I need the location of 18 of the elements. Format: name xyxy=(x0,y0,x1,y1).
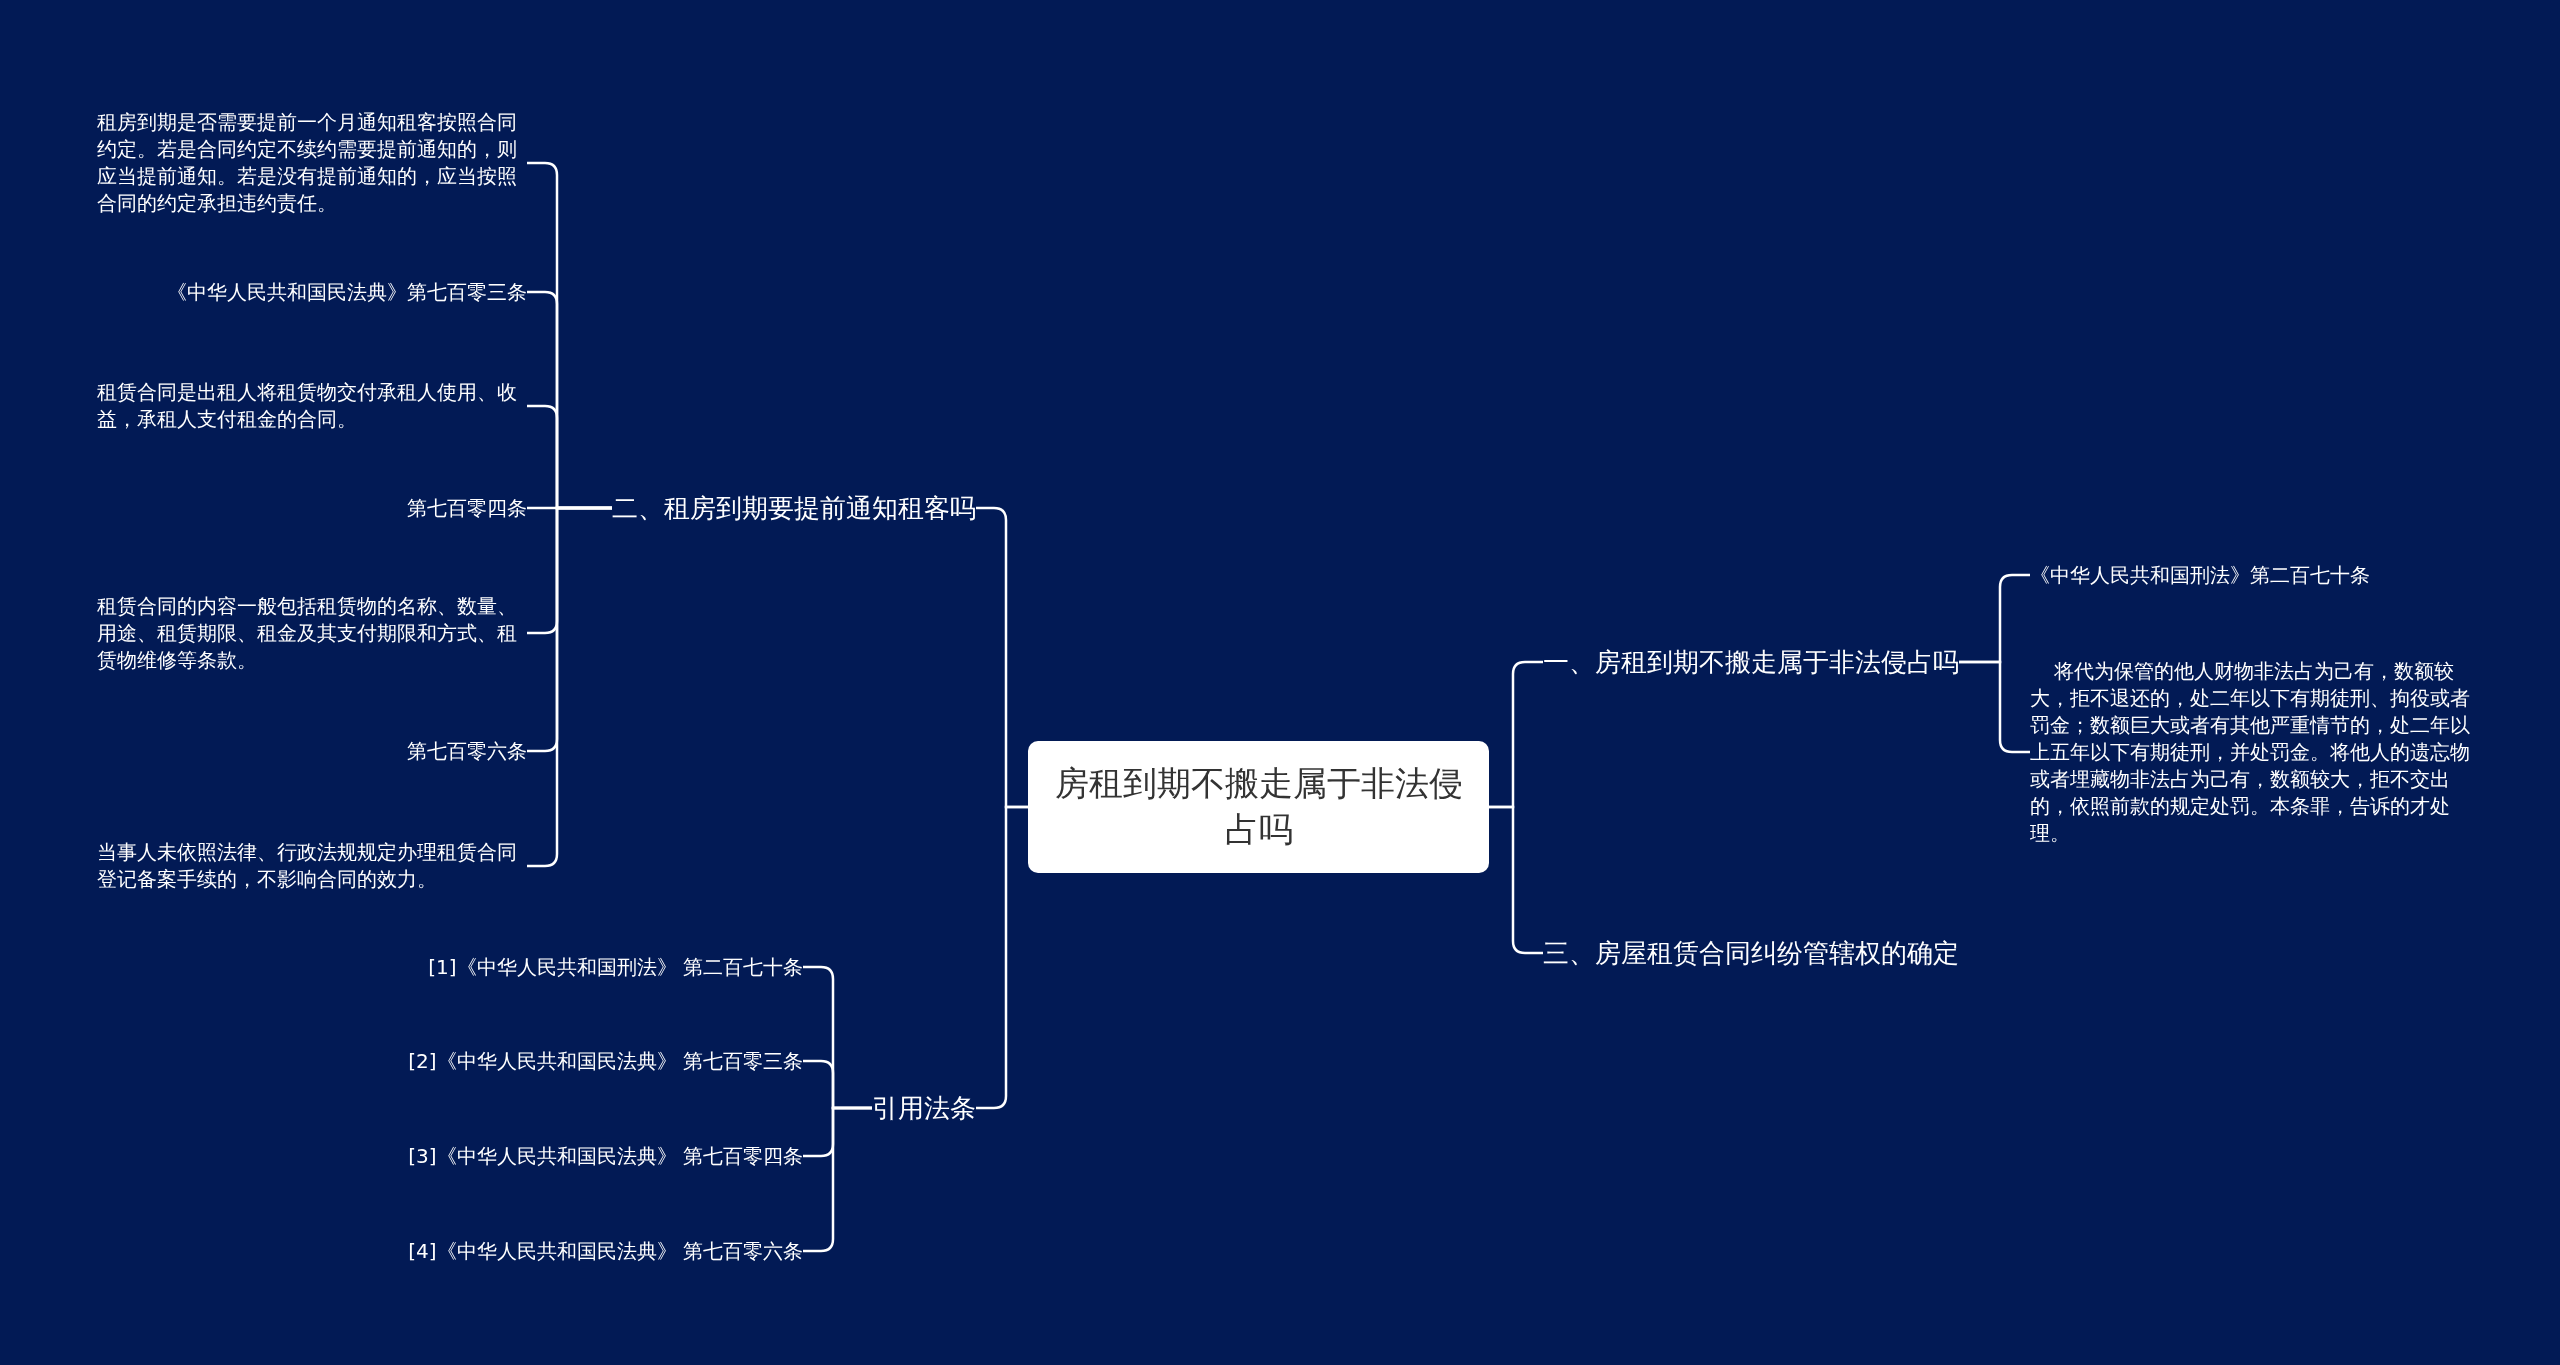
topic-text: 第七百零四条 xyxy=(407,494,527,522)
branch-text: 一、房租到期不搬走属于非法侵占吗 xyxy=(1543,644,1959,680)
topic-text: 《中华人民共和国刑法》第二百七十条 xyxy=(2030,561,2370,589)
branch-text: 三、房屋租赁合同纠纷管辖权的确定 xyxy=(1543,935,1959,971)
root-topic-box: 房租到期不搬走属于非法侵占吗 xyxy=(1028,741,1489,873)
topic-text: 《中华人民共和国民法典》第七百零三条 xyxy=(167,278,527,306)
branch-text: 引用法条 xyxy=(872,1090,976,1126)
topic-text: 第七百零六条 xyxy=(407,737,527,765)
reference-text: [4]《中华人民共和国民法典》 第七百零六条 xyxy=(408,1237,803,1265)
reference-text: [2]《中华人民共和国民法典》 第七百零三条 xyxy=(408,1047,803,1075)
note-text: 将代为保管的他人财物非法占为己有，数额较大，拒不退还的，处二年以下有期徒刑、拘役或者罚金；数额巨大或者有其他严重情节的，处二年以上五年以下有期徒刑，并处罚金。将他人的遗忘物或者埋藏物非法占为己有，数额较大，拒不交出的，依照前款的规定处罚。本条罪，告诉的才处理。 xyxy=(2030,657,2470,847)
note-text: 租房到期是否需要提前一个月通知租客按照合同约定。若是合同约定不续约需要提前通知的，则应当提前通知。若是没有提前通知的，应当按照合同的约定承担违约责任。 xyxy=(97,109,527,217)
reference-text: [1]《中华人民共和国刑法》 第二百七十条 xyxy=(428,953,803,981)
note-text: 租赁合同是出租人将租赁物交付承租人使用、收益，承租人支付租金的合同。 xyxy=(97,379,527,433)
branch-text: 二、租房到期要提前通知租客吗 xyxy=(612,490,976,526)
reference-text: [3]《中华人民共和国民法典》 第七百零四条 xyxy=(408,1142,803,1170)
note-text: 租赁合同的内容一般包括租赁物的名称、数量、用途、租赁期限、租金及其支付期限和方式、租赁物维修等条款。 xyxy=(97,592,527,674)
note-text: 当事人未依照法律、行政法规规定办理租赁合同登记备案手续的，不影响合同的效力。 xyxy=(97,839,527,893)
